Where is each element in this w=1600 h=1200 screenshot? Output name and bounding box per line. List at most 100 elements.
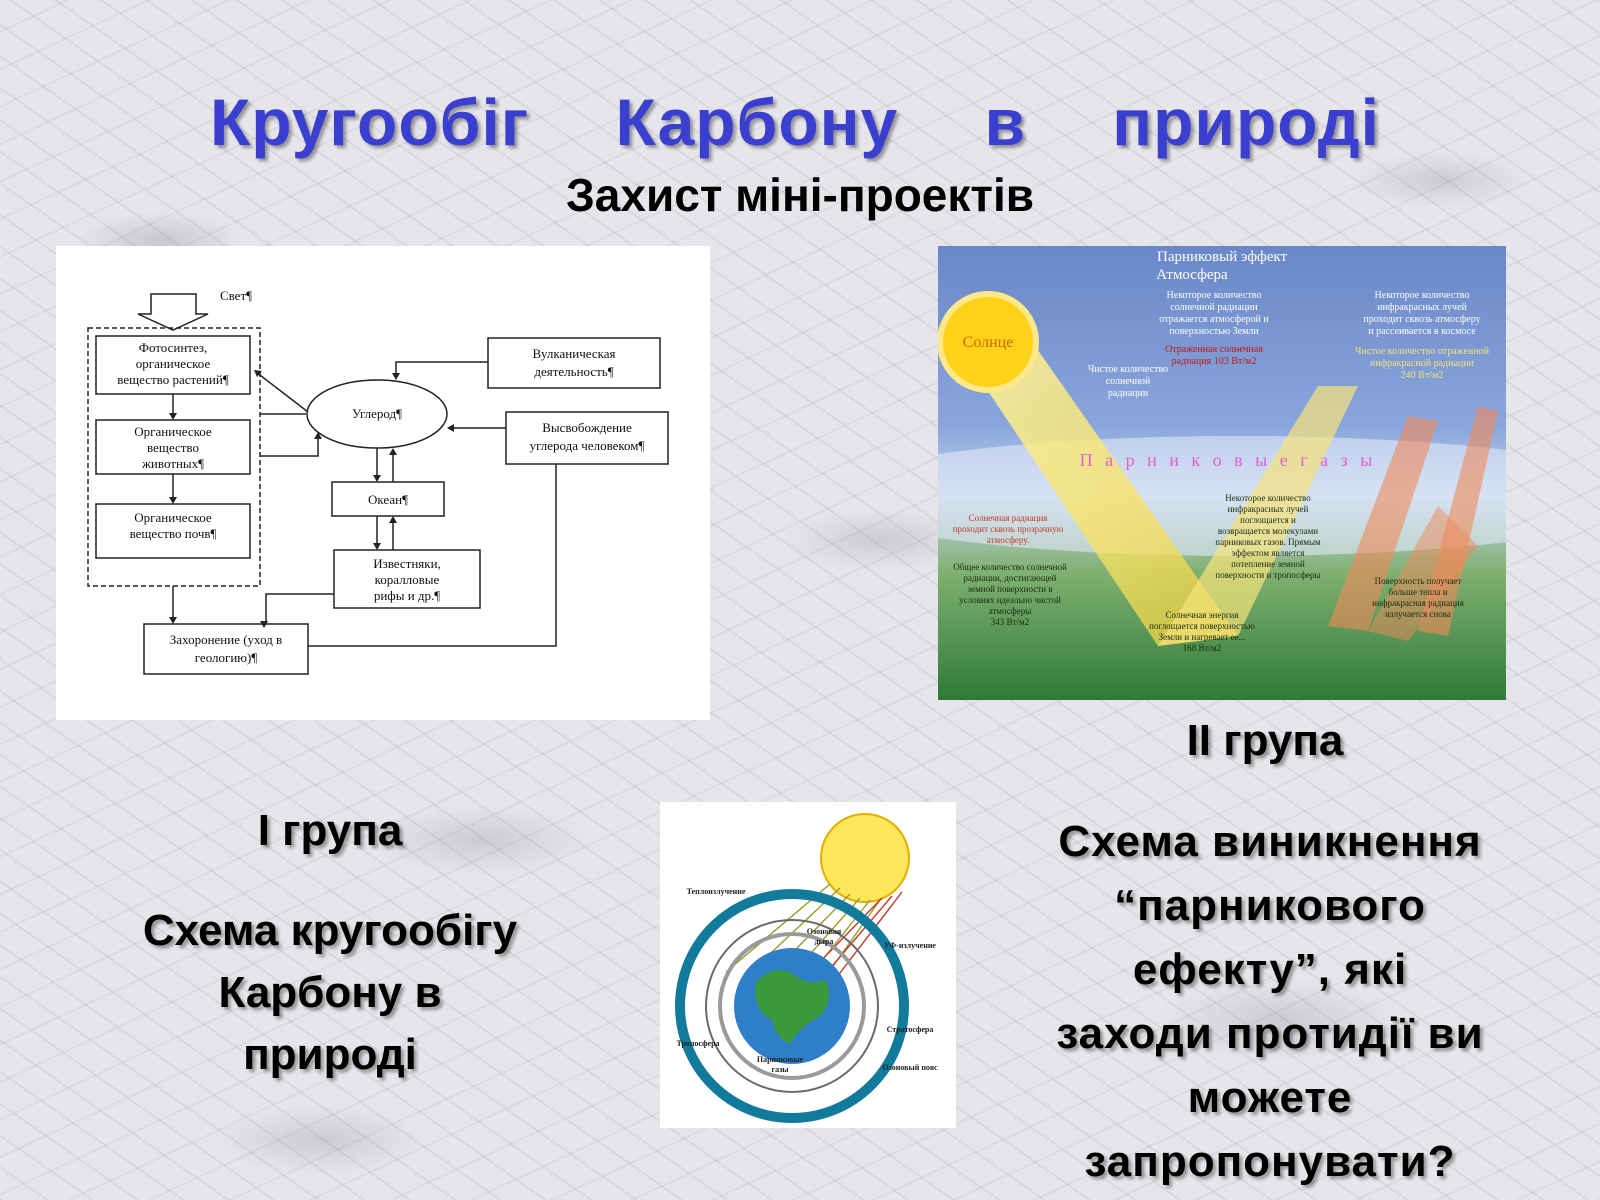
group2-label: II група <box>1186 716 1344 765</box>
label-soil-1: Органическое <box>134 510 212 525</box>
gh-reflected-4: поверхностью Земли <box>1169 326 1259 337</box>
sun-icon <box>937 291 1039 393</box>
label-photosynthesis-1: Фотосинтез, <box>139 340 208 355</box>
troposphere-ring <box>718 932 866 1080</box>
group1-line-3: природі <box>243 1030 417 1079</box>
gh-energy-4: 168 Вт/м2 <box>1183 643 1221 653</box>
group2-line-6: запропонувати? <box>1084 1137 1456 1186</box>
gh-surface-1: Поверхность получает <box>1375 576 1462 586</box>
label-soil-2: вещество почв¶ <box>130 526 217 541</box>
gh-ir-value-3: 240 Вт/м2 <box>1401 370 1444 381</box>
stratosphere-ring <box>705 919 879 1093</box>
label-human-1: Высвобождение <box>542 420 632 435</box>
label-animals-1: Органическое <box>134 424 212 439</box>
title-word-3: в <box>984 85 1027 159</box>
gh-surface-2: больше тепла и <box>1388 587 1447 597</box>
gh-ir-escape-4: и рассеивается в космосе <box>1368 326 1476 337</box>
gh-surface-4: излучается снова <box>1385 609 1451 619</box>
label-burial-1: Захоронение (уход в <box>170 632 282 647</box>
earth-svg: Теплоизлучение Озоновая дыра УФ-излучени… <box>675 813 938 1123</box>
gh-total-1: Общее количество солнечной <box>953 562 1067 572</box>
gh-absorbed-4: возвращается молекулами <box>1218 526 1318 536</box>
group1-label: I група <box>257 806 403 855</box>
gh-reflected-value-2: радиация 103 Вт/м2 <box>1172 356 1257 367</box>
gh-passes-2: проходит сквозь прозрачную <box>953 524 1064 534</box>
gh-atmosphere: Атмосфера <box>1156 267 1228 283</box>
earth-ozone-hole-1: Озоновая <box>807 927 842 936</box>
label-ocean: Океан¶ <box>368 492 408 507</box>
earth-ozone-hole-2: дыра <box>815 937 834 946</box>
gh-absorbed-6: эффектом является <box>1232 548 1305 558</box>
label-animals-3: животных¶ <box>141 456 204 471</box>
title-word-1: Кругообіг <box>210 85 530 159</box>
gh-passes-1: Солнечная радиация <box>969 513 1048 523</box>
gh-net-3: радиации <box>1108 388 1149 399</box>
group2-line-1: Схема виникнення <box>1058 817 1482 866</box>
carbon-cycle-diagram: Свет¶ Фотосинтез, органическое вещество … <box>56 246 710 720</box>
reflected-beam <box>1158 386 1358 646</box>
gh-reflected-1: Некоторое количество <box>1167 290 1262 301</box>
group1-line-1: Схема кругообігу <box>142 906 518 955</box>
slide-title: Кругообіг Карбону в природі <box>210 84 1380 160</box>
title-word-2: Карбону <box>615 85 899 159</box>
gh-absorbed-5: парниковых газов. Прямым <box>1215 537 1321 547</box>
group2-line-5: можете <box>1187 1073 1353 1122</box>
earth-stratosphere: Стратосфера <box>887 1025 934 1034</box>
gh-reflected-3: отражается атмосферой и <box>1159 314 1269 325</box>
gh-ir-escape-1: Некоторое количество <box>1375 290 1470 301</box>
gh-absorbed-2: инфракрасных лучей <box>1228 504 1309 514</box>
label-photosynthesis-2: органическое <box>136 356 211 371</box>
label-burial-2: геологию)¶ <box>195 650 258 665</box>
title-word-4: природі <box>1112 85 1380 159</box>
gh-ir-escape-3: проходит сквозь атмосферу <box>1363 314 1480 325</box>
earth-gases-1: Парниковые <box>757 1055 804 1064</box>
gh-reflected-value-1: Отраженная солнечная <box>1165 344 1263 355</box>
gh-passes-3: атмосферу. <box>987 535 1029 545</box>
gh-energy-2: поглощается поверхностью <box>1149 621 1255 631</box>
earth-troposphere: Тропосфера <box>676 1039 719 1048</box>
label-animals-2: вещество <box>147 440 199 455</box>
label-carbon: Углерод¶ <box>352 406 402 421</box>
gh-title: Парниковый эффект <box>1157 249 1287 265</box>
gh-ir-value-2: инфракрасной радиации <box>1370 358 1475 369</box>
earth-gases-2: газы <box>771 1065 789 1074</box>
gh-gases: П а р н и к о в ы е г а з ы <box>1080 450 1377 470</box>
sun-beam <box>958 336 1238 646</box>
gh-reflected-2: солнечной радиации <box>1170 302 1258 313</box>
gh-absorbed-8: поверхности и тропосферы <box>1215 570 1320 580</box>
gh-total-5: атмосферы <box>989 606 1032 616</box>
gh-total-6: 343 Вт/м2 <box>991 617 1029 627</box>
gh-ir-value-1: Чистое количество отраженной <box>1355 346 1490 357</box>
gh-absorbed-1: Некоторое количество <box>1225 493 1311 503</box>
gh-absorbed-7: потепление земной <box>1231 559 1305 569</box>
group2-description: Схема виникнення “парникового ефекту”, я… <box>1010 810 1530 1194</box>
label-limestone-1: Известняки, <box>373 556 441 571</box>
greenhouse-effect-image: Парниковый эффект Атмосфера Солнце П а р… <box>818 246 1600 700</box>
ir-beam-3 <box>1418 406 1498 636</box>
ir-beam-1 <box>1328 416 1438 631</box>
gh-total-2: радиации, достигающей <box>963 573 1056 583</box>
group1-line-2: Карбону в <box>218 968 442 1017</box>
label-light: Свет¶ <box>220 288 252 303</box>
label-limestone-2: коралловые <box>375 572 440 587</box>
gh-net-1: Чистое количество <box>1088 364 1168 375</box>
gh-energy-1: Солнечная энергия <box>1165 610 1238 620</box>
gh-surface-3: инфракрасная радиация <box>1372 598 1464 608</box>
gh-total-4: условиях идеально чистой <box>959 595 1061 605</box>
greenhouse-svg: Парниковый эффект Атмосфера Солнце П а р… <box>818 249 1600 653</box>
label-human-2: углерода человеком¶ <box>530 438 645 453</box>
gh-energy-3: Земли и нагревает ее... <box>1159 632 1246 642</box>
group2-line-3: ефекту”, які <box>1132 945 1408 994</box>
earth-ozone-layer: Озоновый пояс <box>882 1063 938 1072</box>
gh-total-3: земной поверхности в <box>968 584 1053 594</box>
earth-atmosphere-image: Теплоизлучение Озоновая дыра УФ-излучени… <box>660 802 956 1128</box>
group2-line-2: “парникового <box>1114 881 1426 930</box>
gh-net-2: солнечной <box>1106 376 1151 387</box>
gh-absorbed-3: поглощается и <box>1240 515 1296 525</box>
earth-thermal: Теплоизлучение <box>687 887 746 896</box>
group1-description: Схема кругообігу Карбону в природі <box>90 900 570 1086</box>
label-limestone-3: рифы и др.¶ <box>374 588 440 603</box>
gh-sun: Солнце <box>963 334 1014 351</box>
group2-line-4: заходи протидії ви <box>1056 1009 1484 1058</box>
label-volcano-2: деятельность¶ <box>534 364 613 379</box>
